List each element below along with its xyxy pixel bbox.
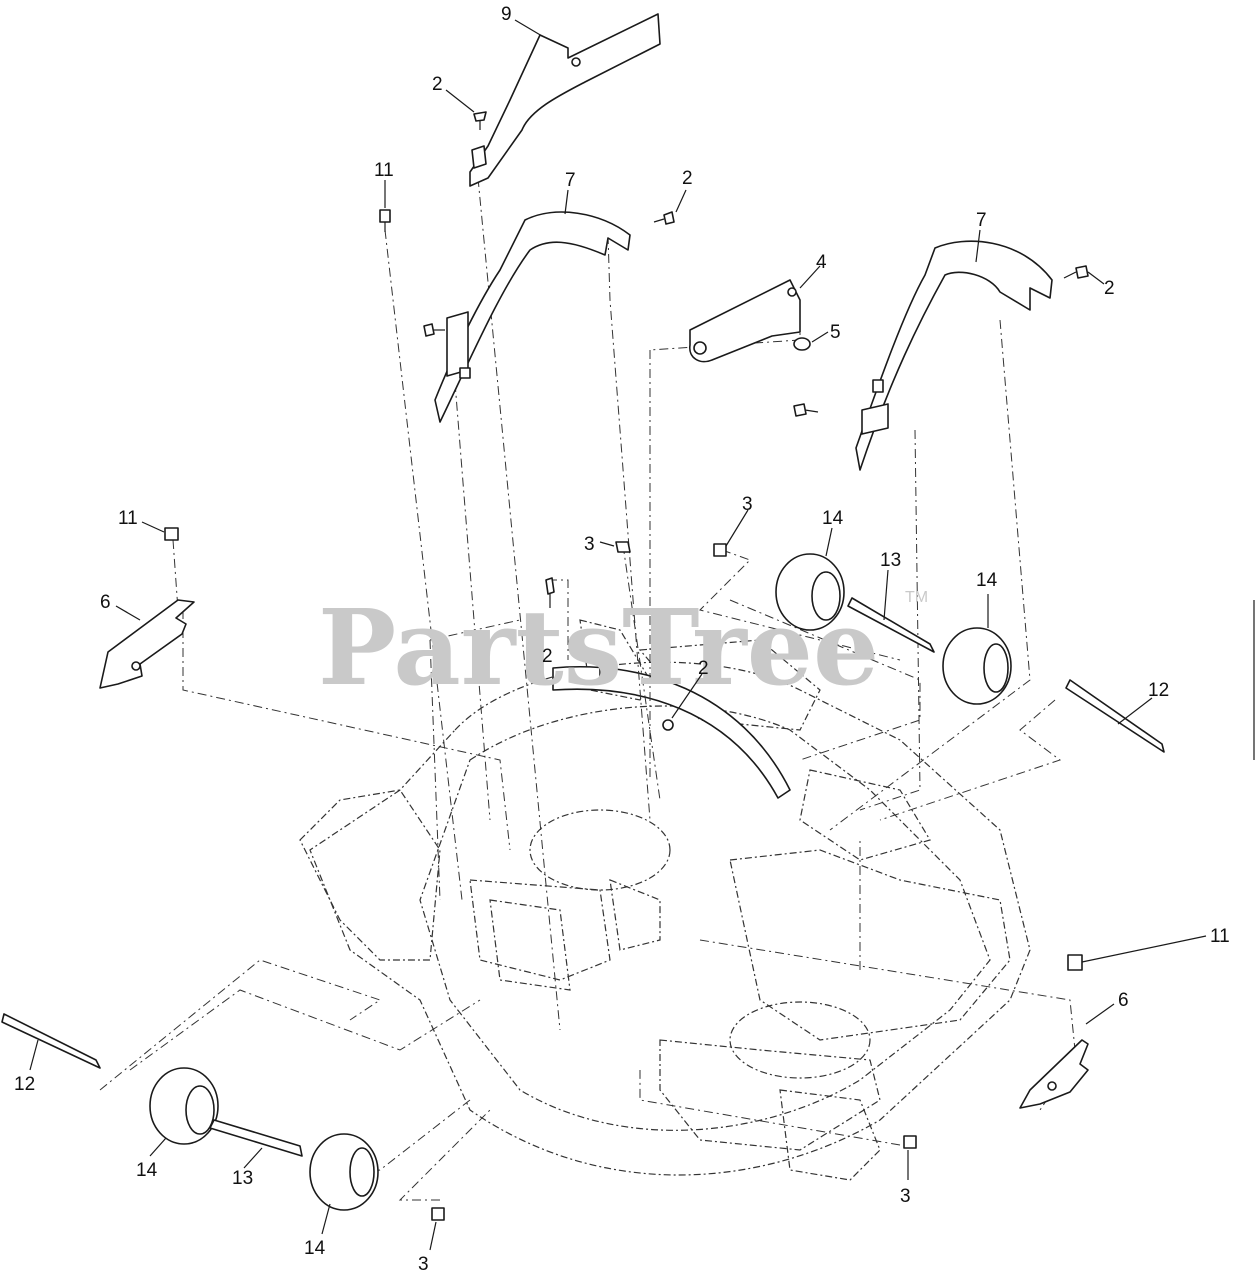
callout-part-2: 2 (698, 658, 709, 679)
callout-part-2: 2 (1104, 278, 1115, 299)
callout-part-4: 4 (816, 252, 827, 273)
part-9-bracket (469, 13, 661, 187)
callout-labels: 9 2 11 7 2 7 4 2 5 11 6 3 3 14 13 14 2 2… (14, 4, 1230, 1275)
callout-part-13: 13 (232, 1168, 253, 1189)
pins (1, 679, 1165, 1069)
callout-part-13: 13 (880, 550, 901, 571)
part-4-plate (689, 279, 801, 363)
part-7-left-chute (434, 211, 631, 423)
callout-part-11: 11 (118, 508, 138, 529)
callout-part-3: 3 (418, 1254, 429, 1275)
front-baffle-band (552, 664, 791, 799)
callout-part-14: 14 (822, 508, 844, 529)
callout-part-2: 2 (682, 168, 693, 189)
part-6-right-bracket (1019, 1039, 1089, 1109)
watermark-brand: PartsTree (318, 586, 879, 709)
hardware (164, 111, 1089, 1221)
callout-part-12: 12 (1148, 680, 1169, 701)
callout-part-9: 9 (501, 4, 512, 25)
callout-part-14: 14 (136, 1160, 158, 1181)
watermark: PartsTree TM (318, 586, 928, 709)
callout-part-11: 11 (1210, 926, 1230, 947)
callout-part-3: 3 (900, 1186, 911, 1207)
callout-part-11: 11 (374, 160, 394, 181)
callout-part-12: 12 (14, 1074, 35, 1095)
callout-part-6: 6 (1118, 990, 1129, 1011)
front-wheel-set (149, 1067, 379, 1211)
callout-part-5: 5 (830, 322, 841, 343)
callout-part-7: 7 (565, 170, 576, 191)
callout-part-14: 14 (976, 570, 998, 591)
callout-part-3: 3 (742, 494, 753, 515)
callout-part-7: 7 (976, 210, 987, 231)
callout-part-3: 3 (584, 534, 595, 555)
callout-part-2: 2 (542, 646, 553, 667)
rear-wheel-set (775, 553, 1012, 705)
part-6-left-bracket (99, 599, 195, 689)
watermark-tm: TM (905, 589, 928, 606)
mower-deck (299, 619, 1031, 1181)
leader-lines (29, 19, 1207, 1251)
callout-part-6: 6 (100, 592, 111, 613)
callout-part-14: 14 (304, 1238, 326, 1259)
callout-part-2: 2 (432, 74, 443, 95)
part-7-right-chute (855, 240, 1053, 471)
